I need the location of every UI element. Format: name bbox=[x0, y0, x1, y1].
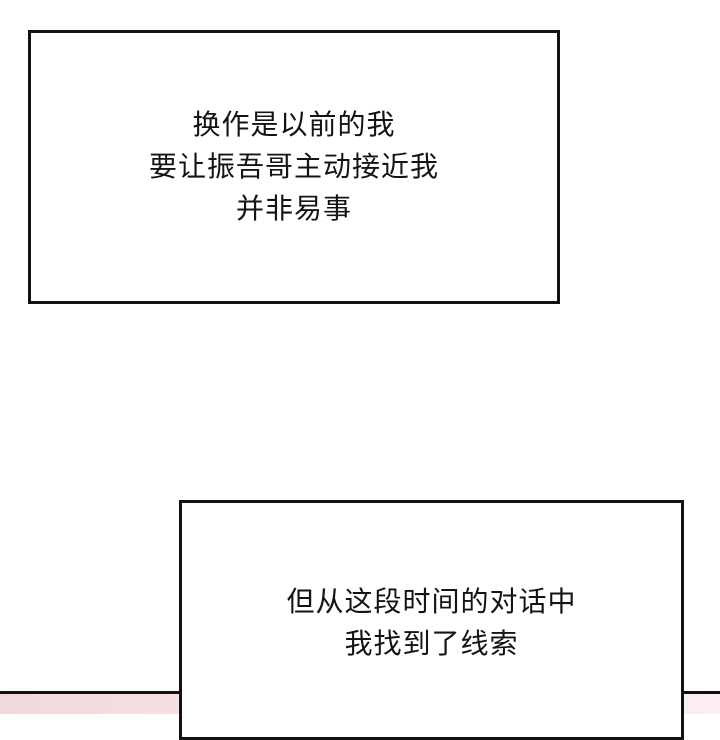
narration-line: 要让振吾哥主动接近我 bbox=[148, 150, 439, 183]
narration-line: 但从这段时间的对话中 bbox=[286, 585, 577, 618]
narration-line: 换作是以前的我 bbox=[192, 108, 396, 141]
narration-box-1: 换作是以前的我 要让振吾哥主动接近我 并非易事 bbox=[28, 30, 560, 304]
narration-box-2: 但从这段时间的对话中 我找到了线索 bbox=[179, 500, 684, 740]
narration-line: 并非易事 bbox=[235, 192, 352, 225]
narration-line: 我找到了线索 bbox=[344, 627, 519, 660]
